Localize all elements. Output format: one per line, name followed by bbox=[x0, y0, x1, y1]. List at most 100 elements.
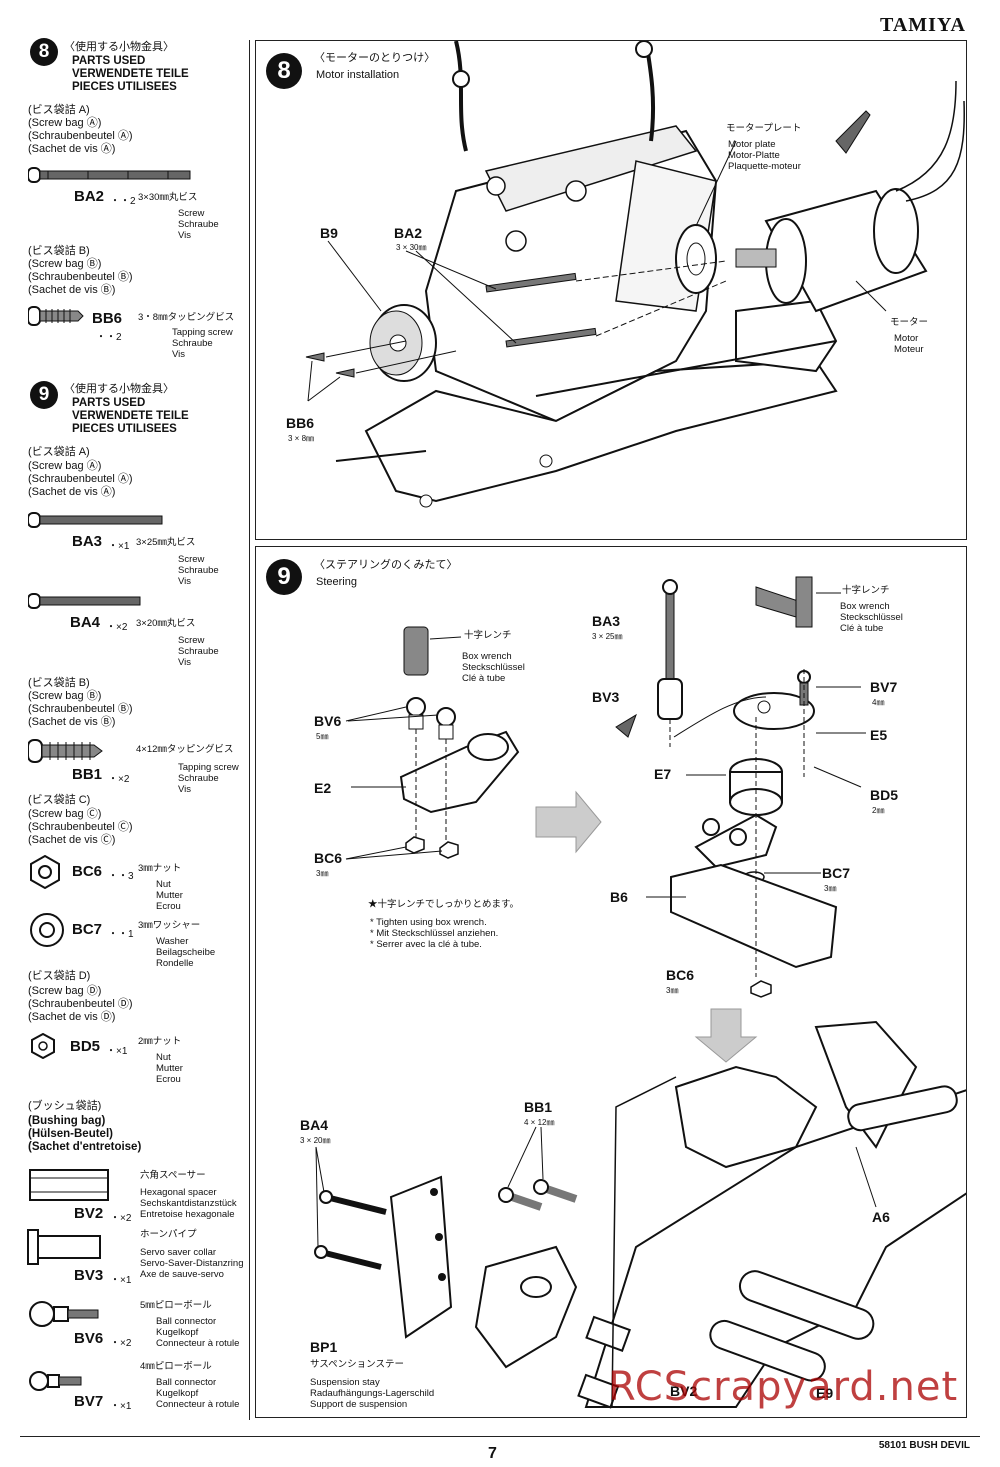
screw-bag-a9-jp: (ビス袋詰 A) bbox=[28, 446, 90, 458]
bushing-bag-de: (Hülsen-Beutel) bbox=[28, 1128, 113, 1140]
parts-used-9-en: PARTS USED bbox=[72, 397, 146, 409]
suspension-stay-de: Radaufhängungs-Lagerschild bbox=[310, 1388, 435, 1399]
bv2-code: BV2 bbox=[74, 1205, 104, 1222]
bb6-desc-de: Schraube bbox=[172, 338, 213, 349]
bc6-nut-icon bbox=[30, 855, 60, 889]
brand-logo: TAMIYA bbox=[879, 14, 966, 36]
screw-bag-b-en: (Screw bag Ⓑ) bbox=[28, 258, 102, 270]
bb6-desc-en: Tapping screw bbox=[172, 327, 233, 338]
motor-installation-diagram bbox=[305, 41, 965, 508]
bc7-qty: ・・1 bbox=[108, 929, 134, 940]
parts-used-fr: PIECES UTILISEES bbox=[72, 81, 177, 93]
bv3-qty: ・×1 bbox=[110, 1275, 132, 1286]
bv2-spacer-icon bbox=[29, 1169, 109, 1201]
bb1-code: BB1 bbox=[72, 766, 103, 783]
model-code: 58101 BUSH DEVIL bbox=[878, 1440, 970, 1451]
ba3-spec: 3×25㎜丸ビス bbox=[136, 537, 196, 548]
tighten-note-jp: ★十字レンチでしっかりとめます。 bbox=[368, 899, 520, 910]
wrench-a-de: Steckschlüssel bbox=[462, 662, 525, 673]
screw-bag-c-fr: (Sachet de vis Ⓒ) bbox=[28, 834, 116, 846]
bc7-desc-en: Washer bbox=[156, 936, 189, 947]
label-bv7: BV7 bbox=[870, 679, 898, 695]
parts-used-jp: 〈使用する小物金具〉 bbox=[64, 41, 174, 53]
steering-panel: 9 〈ステアリングのくみたて〉 Steering 十字レンチ Box wrenc… bbox=[255, 546, 967, 1418]
bv2-jp: 六角スペーサー bbox=[140, 1170, 206, 1181]
label-ba3-size: 3 × 25㎜ bbox=[592, 632, 623, 641]
suspension-stay-en: Suspension stay bbox=[310, 1377, 380, 1388]
footer-rule bbox=[20, 1436, 980, 1437]
label-bd5-size: 2㎜ bbox=[872, 806, 885, 815]
label-ba2-size: 3 × 30㎜ bbox=[396, 243, 427, 252]
bv6-code: BV6 bbox=[74, 1330, 104, 1347]
label-b9: B9 bbox=[320, 225, 338, 241]
label-bc6b: BC6 bbox=[666, 967, 695, 983]
bc6-qty: ・・3 bbox=[108, 871, 134, 882]
ba4-desc-fr: Vis bbox=[178, 657, 192, 668]
motor-installation-panel: 8 〈モーターのとりつけ〉 Motor installation モータープレー… bbox=[255, 40, 967, 540]
bv6-qty: ・×2 bbox=[110, 1338, 132, 1349]
ba2-spec: 3×30㎜丸ビス bbox=[138, 192, 198, 203]
label-ba4-size: 3 × 20㎜ bbox=[300, 1136, 331, 1145]
ba2-screw-icon bbox=[28, 167, 191, 183]
step-8-badge: 8 bbox=[30, 38, 58, 66]
bb6-screw-icon bbox=[28, 306, 84, 326]
screw-bag-b-jp: (ビス袋詰 B) bbox=[28, 245, 90, 257]
suspension-stay-fr: Support de suspension bbox=[310, 1399, 408, 1410]
bv2-qty: ・×2 bbox=[110, 1213, 132, 1224]
bv3-desc-en: Servo saver collar bbox=[140, 1247, 217, 1258]
label-e2: E2 bbox=[314, 780, 332, 796]
screw-bag-d-fr: (Sachet de vis Ⓓ) bbox=[28, 1011, 116, 1023]
parts-used-9-fr: PIECES UTILISEES bbox=[72, 423, 177, 435]
screw-bag-a9-en: (Screw bag Ⓐ) bbox=[28, 460, 102, 472]
panel-9-title: Steering bbox=[316, 576, 357, 588]
label-bb1: BB1 bbox=[524, 1099, 553, 1115]
label-bb6-size: 3 × 8㎜ bbox=[288, 434, 315, 443]
tighten-note-fr: * Serrer avec la clé à tube. bbox=[370, 939, 482, 950]
ba2-desc-en: Screw bbox=[178, 208, 205, 219]
label-bc6b-size: 3㎜ bbox=[666, 986, 679, 995]
ba2-desc-fr: Vis bbox=[178, 230, 192, 241]
bd5-qty: ・×1 bbox=[106, 1046, 128, 1057]
bc7-washer-icon bbox=[30, 913, 64, 947]
motor-plate-jp: モータープレート bbox=[726, 123, 802, 134]
bd5-desc-fr: Ecrou bbox=[156, 1074, 181, 1085]
bv6-desc-en: Ball connector bbox=[156, 1316, 217, 1327]
screw-bag-b9-en: (Screw bag Ⓑ) bbox=[28, 690, 102, 702]
ba4-screw-icon bbox=[28, 593, 141, 609]
ba4-code: BA4 bbox=[70, 614, 101, 631]
bc7-desc-fr: Rondelle bbox=[156, 958, 194, 969]
label-ba3: BA3 bbox=[592, 613, 621, 629]
bb1-desc-en: Tapping screw bbox=[178, 762, 239, 773]
label-ba2: BA2 bbox=[394, 225, 423, 241]
motor-plate-fr: Plaquette-moteur bbox=[728, 161, 801, 172]
bd5-nut-icon bbox=[31, 1033, 55, 1059]
bv6-desc-de: Kugelkopf bbox=[156, 1327, 199, 1338]
page-number: 7 bbox=[488, 1445, 497, 1462]
bv3-collar-icon bbox=[27, 1229, 101, 1265]
bv6-desc-fr: Connecteur à rotule bbox=[156, 1338, 240, 1349]
screw-bag-a-fr: (Sachet de vis Ⓐ) bbox=[28, 143, 116, 155]
ba3-desc-en: Screw bbox=[178, 554, 205, 565]
steering-diagram bbox=[314, 576, 966, 1409]
wrench-b-en: Box wrench bbox=[840, 601, 890, 612]
motor-de: Moteur bbox=[894, 344, 924, 355]
label-bb6: BB6 bbox=[286, 415, 315, 431]
bb6-desc-fr: Vis bbox=[172, 349, 186, 360]
label-bv2: BV2 bbox=[670, 1383, 698, 1399]
wrench-b-de: Steckschlüssel bbox=[840, 612, 903, 623]
screw-bag-b9-fr: (Sachet de vis Ⓑ) bbox=[28, 716, 116, 728]
screw-bag-b9-de: (Schraubenbeutel Ⓑ) bbox=[28, 703, 133, 715]
bb1-spec: 4×12㎜タッピングビス bbox=[136, 744, 234, 755]
ba3-qty: ・×1 bbox=[108, 541, 130, 552]
bd5-code: BD5 bbox=[70, 1038, 101, 1055]
screw-bag-a-jp: (ビス袋詰 A) bbox=[28, 104, 90, 116]
ba3-desc-de: Schraube bbox=[178, 565, 219, 576]
bc6-code: BC6 bbox=[72, 863, 103, 880]
ba4-desc-en: Screw bbox=[178, 635, 205, 646]
bb6-code: BB6 bbox=[92, 310, 123, 327]
bb1-desc-fr: Vis bbox=[178, 784, 192, 795]
label-ba4: BA4 bbox=[300, 1117, 329, 1133]
screw-bag-c-de: (Schraubenbeutel Ⓒ) bbox=[28, 821, 133, 833]
screw-bag-b9-jp: (ビス袋詰 B) bbox=[28, 677, 90, 689]
bb6-qty: ・・2 bbox=[96, 332, 122, 343]
